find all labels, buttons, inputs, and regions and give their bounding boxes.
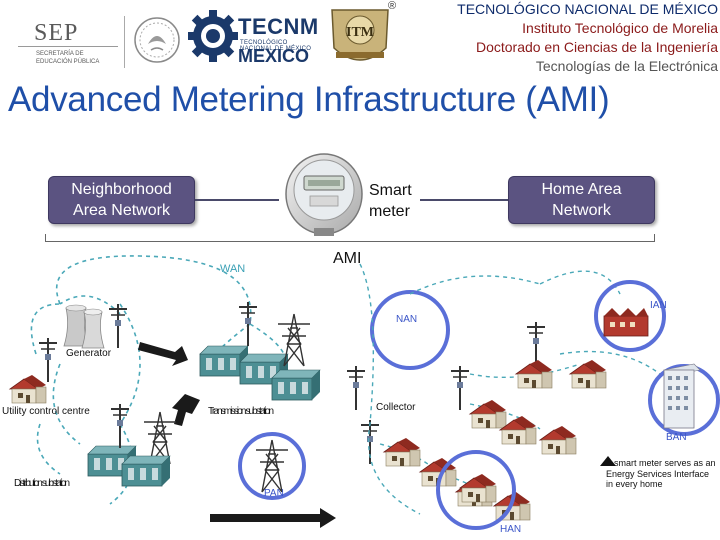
collector-label: Collector [376, 402, 416, 413]
connector-right [420, 199, 508, 201]
pole-icon-6 [108, 303, 128, 349]
pole-icon-8 [110, 403, 130, 449]
page-title: Advanced Metering Infrastructure (AMI) [8, 80, 610, 119]
house-icon-2 [569, 359, 607, 389]
header-line-2: Instituto Tecnológico de Morelia [522, 20, 718, 36]
ami-bracket [45, 234, 655, 242]
sep-logo: SEP SECRETARÍA DE EDUCACIÓN PÚBLICA [18, 18, 118, 68]
itm-logo-text: ITM [346, 25, 374, 40]
ban-label: BAN [666, 432, 687, 443]
house-icon-5 [539, 425, 577, 455]
smart-meter-label: Smart meter [369, 182, 412, 220]
pan-tower-icon [255, 439, 289, 493]
ami-network-diagram: WAN Generator Utility control centre Tra… [2, 255, 720, 535]
smart-meter-note: A smart meter serves as an Energy Servic… [606, 458, 716, 489]
substation-icon-3 [271, 369, 321, 401]
distribution-substation-icon-2 [121, 455, 171, 487]
utility-control-centre-label: Utility control centre [2, 406, 90, 417]
sep-logo-bar [18, 46, 118, 47]
ian-circle [594, 280, 666, 352]
nan-label: NAN [396, 314, 417, 325]
house-icon-6 [383, 437, 421, 467]
han-house-icon [459, 473, 497, 503]
tecnm-logo-subtitle: TECNOLÓGICO NACIONAL DE MÉXICO [240, 40, 312, 52]
itm-logo: ITM [326, 0, 394, 72]
home-area-network-box: Home Area Network [508, 176, 655, 224]
pole-icon-5 [526, 321, 546, 367]
header-line-1: TECNOLÓGICO NACIONAL DE MÉXICO [457, 1, 718, 17]
tecnm-logo: TECNM TECNOLÓGICO NACIONAL DE MÉXICO MEX… [188, 2, 318, 68]
sep-logo-subtitle: SECRETARÍA DE EDUCACIÓN PÚBLICA [36, 51, 100, 65]
pole-icon-3 [450, 365, 470, 411]
wan-label: WAN [220, 263, 245, 275]
house-icon-3 [469, 399, 507, 429]
pole-icon-7 [38, 337, 58, 383]
pole-icon-1 [238, 301, 258, 347]
ami-label: AMI [333, 250, 362, 267]
pan-label: PAN [264, 488, 284, 499]
transmission-substation-label: Transmission substation [208, 406, 274, 417]
header-text-block: TECNOLÓGICO NACIONAL DE MÉXICO Instituto… [457, 0, 718, 76]
pan-circle [238, 432, 306, 500]
note-pointer-icon [600, 456, 616, 466]
utility-control-centre-icon [9, 374, 47, 404]
header-divider [124, 16, 125, 68]
factory-icon [603, 308, 649, 337]
han-label: HAN [500, 524, 521, 535]
registered-mark: ® [388, 0, 397, 12]
header-line-3: Doctorado en Ciencias de la Ingeniería [475, 39, 718, 55]
house-icon-1 [515, 359, 553, 389]
generator-label: Generator [66, 348, 112, 359]
neighborhood-area-network-box: Neighborhood Area Network [48, 176, 195, 224]
arrow-icons [138, 342, 336, 528]
ian-label: IAN [650, 300, 667, 311]
sep-logo-text: SEP [34, 20, 79, 46]
han-circle [436, 450, 516, 530]
pole-icon-2 [346, 365, 366, 411]
connector-left [195, 199, 279, 201]
home-area-network-label: Home Area Network [541, 181, 622, 219]
distribution-substation-label: Distribution substation [14, 478, 70, 489]
mexico-seal-icon [132, 10, 182, 70]
smart-meter-icon [280, 142, 368, 242]
tecnm-logo-text: TECNM [238, 14, 319, 39]
office-building-icon [663, 363, 701, 429]
header-line-4: Tecnologías de la Electrónica [535, 58, 718, 74]
nan-circle [370, 290, 450, 370]
neighborhood-area-network-label: Neighborhood Area Network [71, 181, 172, 219]
generator-icon [63, 304, 105, 349]
tecnm-logo-country: MEXICO [238, 46, 310, 66]
